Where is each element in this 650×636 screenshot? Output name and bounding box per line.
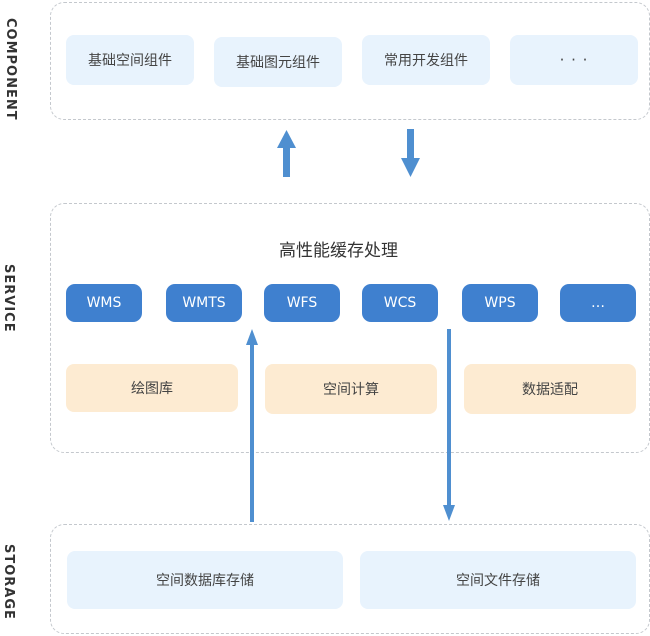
service-wcs: WCS [362,284,438,322]
service-wfs: WFS [264,284,340,322]
arrow-up-storage-to-wmts [246,329,258,522]
arrow-down-wcs-to-storage [443,329,455,521]
service-wmts: WMTS [166,284,242,322]
component-item-dev: 常用开发组件 [362,35,490,85]
service-wps: WPS [462,284,538,322]
component-item-spatial: 基础空间组件 [66,35,194,85]
storage-spatial-file: 空间文件存储 [360,551,636,609]
arrow-down-to-service [401,129,420,177]
service-title: 高性能缓存处理 [279,241,398,261]
storage-spatial-db: 空间数据库存储 [67,551,343,609]
capability-drawing: 绘图库 [66,364,238,412]
capability-spatial-compute: 空间计算 [265,364,437,414]
capability-data-adapter: 数据适配 [464,364,636,414]
arrow-up-to-component [277,130,296,177]
service-more: … [560,284,636,322]
component-item-more: · · · [510,35,638,85]
component-item-graphic: 基础图元组件 [214,37,342,87]
service-wms: WMS [66,284,142,322]
